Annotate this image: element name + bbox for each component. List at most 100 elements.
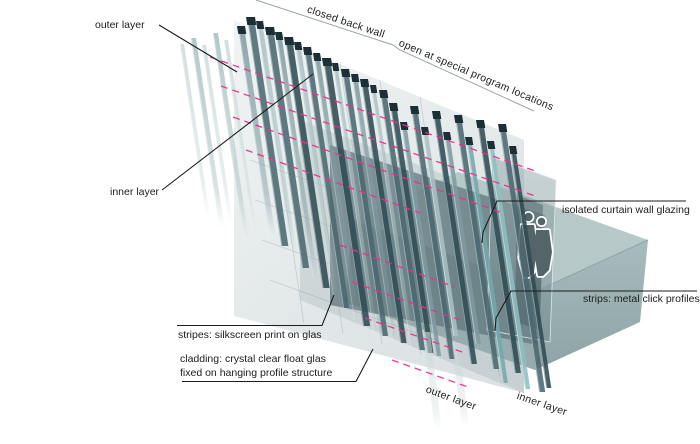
fin-cap bbox=[432, 111, 442, 119]
glass-fin bbox=[400, 121, 442, 357]
glass-fin bbox=[370, 84, 415, 348]
fin-body bbox=[401, 122, 442, 356]
dashed-connection-lines bbox=[209, 56, 539, 388]
fin-highlight bbox=[191, 37, 221, 229]
fin-body bbox=[295, 42, 339, 298]
fin-highlight bbox=[285, 36, 324, 289]
fin-highlight bbox=[247, 16, 283, 247]
fin-body bbox=[257, 21, 298, 258]
fin-body bbox=[390, 103, 434, 353]
fin-body bbox=[342, 69, 389, 336]
fin-cap bbox=[237, 26, 247, 34]
fin-body bbox=[333, 63, 378, 332]
fin-body bbox=[422, 127, 459, 336]
fin-body bbox=[304, 47, 350, 308]
fin-cap bbox=[465, 137, 474, 145]
fin-highlight bbox=[295, 41, 335, 299]
dashed-line bbox=[364, 317, 466, 354]
glass-fin bbox=[213, 32, 249, 239]
dashed-line bbox=[339, 244, 456, 288]
glass-fin bbox=[389, 102, 434, 354]
fin-highlight bbox=[266, 26, 304, 269]
fin-body bbox=[371, 85, 415, 347]
leader-isolated-glazing bbox=[481, 200, 686, 244]
label-cladding-line1: cladding: crystal clear float glas bbox=[180, 353, 326, 365]
fin-highlight bbox=[455, 114, 495, 370]
glass-fin bbox=[313, 52, 359, 319]
glass-fin bbox=[237, 25, 276, 237]
fin-cap bbox=[389, 103, 399, 111]
bracket-lines bbox=[255, 0, 535, 112]
glass-fin bbox=[180, 43, 211, 219]
fin-cap bbox=[246, 17, 257, 25]
fin-cap bbox=[443, 132, 452, 140]
fin-body bbox=[191, 38, 225, 228]
hanging-strip bbox=[423, 332, 442, 430]
fin-highlight bbox=[342, 68, 383, 337]
fin-body bbox=[455, 115, 500, 369]
fin-body bbox=[314, 53, 359, 318]
fin-cap bbox=[341, 69, 351, 77]
fin-cap bbox=[360, 79, 370, 87]
dashed-line bbox=[245, 149, 421, 214]
fin-highlight bbox=[499, 123, 541, 393]
fin-highlight bbox=[224, 39, 254, 231]
fin-highlight bbox=[257, 20, 294, 259]
glass-fin bbox=[360, 78, 407, 344]
label-inner-layer-left: inner layer bbox=[110, 186, 160, 198]
fin-body bbox=[488, 141, 531, 389]
fin-highlight bbox=[371, 84, 412, 348]
fin-body bbox=[224, 40, 257, 230]
fin-cap bbox=[370, 85, 378, 93]
fin-cap bbox=[303, 47, 313, 55]
fin-cap bbox=[265, 27, 276, 35]
glass-fin bbox=[284, 36, 330, 289]
label-closed-back-wall: closed back wall bbox=[306, 4, 387, 41]
fin-highlight bbox=[422, 126, 455, 337]
slab-edge bbox=[542, 239, 649, 289]
fin-body bbox=[361, 79, 407, 343]
glass-fin bbox=[443, 131, 481, 345]
slab-front-face bbox=[535, 240, 648, 370]
fin-body bbox=[323, 58, 371, 326]
fin-highlight bbox=[433, 110, 472, 365]
fin-highlight bbox=[510, 145, 548, 389]
fin-highlight bbox=[401, 121, 438, 357]
fin-highlight bbox=[304, 46, 345, 309]
fin-highlight bbox=[477, 119, 516, 374]
fin-cap bbox=[322, 58, 333, 66]
fin-cap bbox=[487, 141, 496, 149]
dashed-line bbox=[209, 56, 539, 173]
glass-fin bbox=[379, 89, 425, 351]
label-isolated-glazing: isolated curtain wall glazing bbox=[562, 204, 690, 216]
fin-highlight bbox=[352, 73, 393, 341]
label-inner-layer-bottom: inner layer bbox=[515, 390, 569, 418]
label-strips-metal-click: strips: metal click profiles bbox=[583, 293, 700, 305]
fin-body bbox=[433, 111, 477, 364]
leader-lines bbox=[158, 24, 697, 383]
fin-cap bbox=[351, 74, 360, 82]
fin-cap bbox=[332, 63, 340, 71]
fin-cap bbox=[284, 37, 295, 45]
fin-cap bbox=[509, 146, 518, 154]
label-stripes-silkscreen: stripes: silkscreen print on glas bbox=[178, 329, 322, 341]
fin-body bbox=[477, 120, 521, 373]
fin-body bbox=[202, 45, 233, 222]
fin-body bbox=[466, 137, 508, 383]
glass-fin bbox=[498, 123, 546, 393]
fin-body bbox=[238, 26, 276, 236]
fin-highlight bbox=[213, 32, 245, 239]
fin-highlight bbox=[238, 25, 271, 237]
fin-body bbox=[510, 146, 552, 388]
leader-stripes-silkscreen bbox=[177, 294, 335, 327]
fin-body bbox=[213, 33, 249, 238]
bracket-line bbox=[255, 0, 535, 112]
fin-body bbox=[180, 44, 211, 218]
fin-highlight bbox=[314, 52, 355, 319]
glass-fin bbox=[294, 41, 339, 299]
glass-fin bbox=[275, 31, 318, 279]
fin-body bbox=[266, 27, 310, 268]
leader-outer-layer bbox=[158, 24, 238, 73]
fin-body bbox=[276, 32, 318, 278]
